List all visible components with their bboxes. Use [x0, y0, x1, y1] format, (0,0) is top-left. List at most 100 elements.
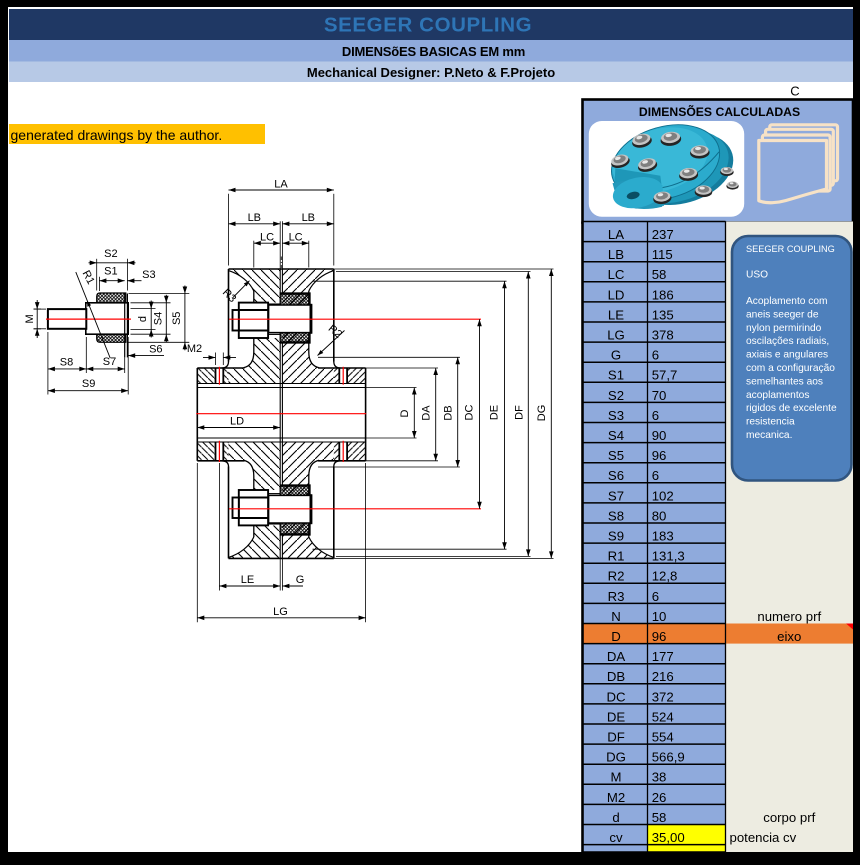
- svg-text:S8: S8: [608, 508, 624, 523]
- svg-text:DC: DC: [606, 689, 626, 704]
- svg-text:90: 90: [652, 428, 667, 443]
- svg-text:DIMENSõES BASICAS EM mm: DIMENSõES BASICAS EM mm: [342, 44, 525, 59]
- svg-text:oscilações radiais,: oscilações radiais,: [746, 336, 829, 347]
- svg-text:S5: S5: [171, 312, 183, 325]
- svg-text:M: M: [24, 314, 36, 323]
- svg-text:SEEGER COUPLING: SEEGER COUPLING: [746, 244, 835, 254]
- svg-text:LB: LB: [248, 212, 261, 224]
- svg-text:S7: S7: [608, 488, 624, 503]
- svg-text:DA: DA: [607, 649, 626, 664]
- svg-text:aneis seeger de: aneis seeger de: [746, 309, 819, 320]
- svg-text:566,9: 566,9: [652, 750, 685, 765]
- svg-text:10: 10: [652, 609, 667, 624]
- svg-text:DG: DG: [536, 405, 548, 422]
- svg-text:S5: S5: [608, 448, 624, 463]
- svg-text:semelhantes aos: semelhantes aos: [746, 376, 823, 387]
- svg-text:LG: LG: [607, 328, 625, 343]
- svg-text:S2: S2: [104, 248, 117, 260]
- svg-text:D: D: [611, 629, 621, 644]
- svg-text:com a configuração: com a configuração: [746, 363, 835, 374]
- svg-text:USO: USO: [746, 270, 768, 281]
- svg-text:LD: LD: [230, 416, 244, 428]
- svg-text:S4: S4: [608, 428, 624, 443]
- svg-text:38: 38: [652, 770, 667, 785]
- svg-text:96: 96: [652, 448, 667, 463]
- svg-text:S9: S9: [608, 529, 624, 544]
- svg-text:S3: S3: [142, 269, 155, 281]
- svg-text:S9: S9: [82, 378, 95, 390]
- svg-text:R3: R3: [608, 589, 625, 604]
- svg-text:LC: LC: [289, 231, 303, 243]
- svg-text:524: 524: [652, 709, 674, 724]
- svg-text:resistencia: resistencia: [746, 417, 795, 428]
- svg-text:R1: R1: [608, 549, 625, 564]
- svg-text:M: M: [611, 770, 622, 785]
- svg-text:C: C: [790, 84, 799, 99]
- svg-text:57,7: 57,7: [652, 368, 678, 383]
- svg-text:S1: S1: [608, 368, 624, 383]
- svg-text:R2: R2: [608, 569, 625, 584]
- svg-text:LC: LC: [260, 231, 274, 243]
- svg-text:S2: S2: [608, 388, 624, 403]
- svg-text:mecanica.: mecanica.: [746, 430, 792, 441]
- svg-text:Mechanical Designer: P.Neto &: Mechanical Designer: P.Neto & F.Projeto: [307, 65, 555, 80]
- svg-text:numero prf: numero prf: [757, 609, 821, 624]
- svg-text:M2: M2: [607, 790, 625, 805]
- svg-text:cv: cv: [609, 830, 623, 845]
- svg-text:LC: LC: [608, 267, 625, 282]
- svg-text:SEEGER COUPLING: SEEGER COUPLING: [324, 14, 532, 37]
- svg-text:DIMENSÕES CALCULADAS: DIMENSÕES CALCULADAS: [639, 104, 800, 119]
- svg-text:D: D: [399, 409, 411, 417]
- svg-text:S6: S6: [608, 468, 624, 483]
- svg-text:S8: S8: [60, 356, 73, 368]
- svg-text:35,00: 35,00: [652, 830, 685, 845]
- svg-text:S3: S3: [608, 408, 624, 423]
- svg-text:d: d: [137, 316, 149, 322]
- svg-text:115: 115: [652, 247, 673, 262]
- svg-text:N: N: [611, 609, 621, 624]
- svg-text:LE: LE: [241, 574, 254, 586]
- svg-text:26: 26: [652, 790, 667, 805]
- svg-text:DB: DB: [442, 405, 454, 420]
- svg-text:177: 177: [652, 649, 674, 664]
- svg-text:554: 554: [652, 730, 674, 745]
- svg-text:135: 135: [652, 307, 674, 322]
- svg-text:6: 6: [652, 408, 659, 423]
- svg-text:6: 6: [652, 589, 659, 604]
- svg-text:nylon permirindo: nylon permirindo: [746, 323, 822, 334]
- svg-text:LG: LG: [273, 606, 288, 618]
- svg-text:378: 378: [652, 328, 674, 343]
- svg-text:237: 237: [652, 227, 674, 242]
- svg-text:DA: DA: [420, 405, 432, 421]
- svg-text:DB: DB: [607, 669, 626, 684]
- svg-text:LB: LB: [608, 247, 624, 262]
- svg-text:183: 183: [652, 529, 674, 544]
- svg-text:DE: DE: [607, 709, 626, 724]
- svg-text:corpo prf: corpo prf: [763, 810, 815, 825]
- svg-text:80: 80: [652, 508, 667, 523]
- svg-text:58: 58: [652, 810, 667, 825]
- svg-text:LD: LD: [608, 287, 625, 302]
- svg-text:102: 102: [652, 488, 674, 503]
- svg-text:96: 96: [652, 629, 667, 644]
- svg-text:58: 58: [652, 267, 667, 282]
- svg-text:6: 6: [652, 468, 659, 483]
- svg-text:G: G: [296, 574, 305, 586]
- svg-text:LE: LE: [608, 307, 624, 322]
- svg-text:acoplamentos: acoplamentos: [746, 390, 809, 401]
- svg-text:LA: LA: [608, 227, 624, 242]
- svg-text:S7: S7: [103, 356, 116, 368]
- svg-text:131,3: 131,3: [652, 549, 685, 564]
- svg-text:potencia cv: potencia cv: [730, 830, 797, 845]
- svg-text:70: 70: [652, 388, 667, 403]
- svg-text:axiais e angulares: axiais e angulares: [746, 350, 828, 361]
- svg-text:12,8: 12,8: [652, 569, 678, 584]
- svg-text:S6: S6: [149, 343, 162, 355]
- svg-text:rigidos de excelente: rigidos de excelente: [746, 403, 837, 414]
- svg-text:generated drawings by the auth: generated drawings by the author.: [11, 127, 223, 143]
- svg-text:DE: DE: [489, 405, 501, 420]
- svg-text:216: 216: [652, 669, 674, 684]
- svg-text:DF: DF: [513, 405, 525, 420]
- svg-text:372: 372: [652, 689, 674, 704]
- svg-text:186: 186: [652, 287, 674, 302]
